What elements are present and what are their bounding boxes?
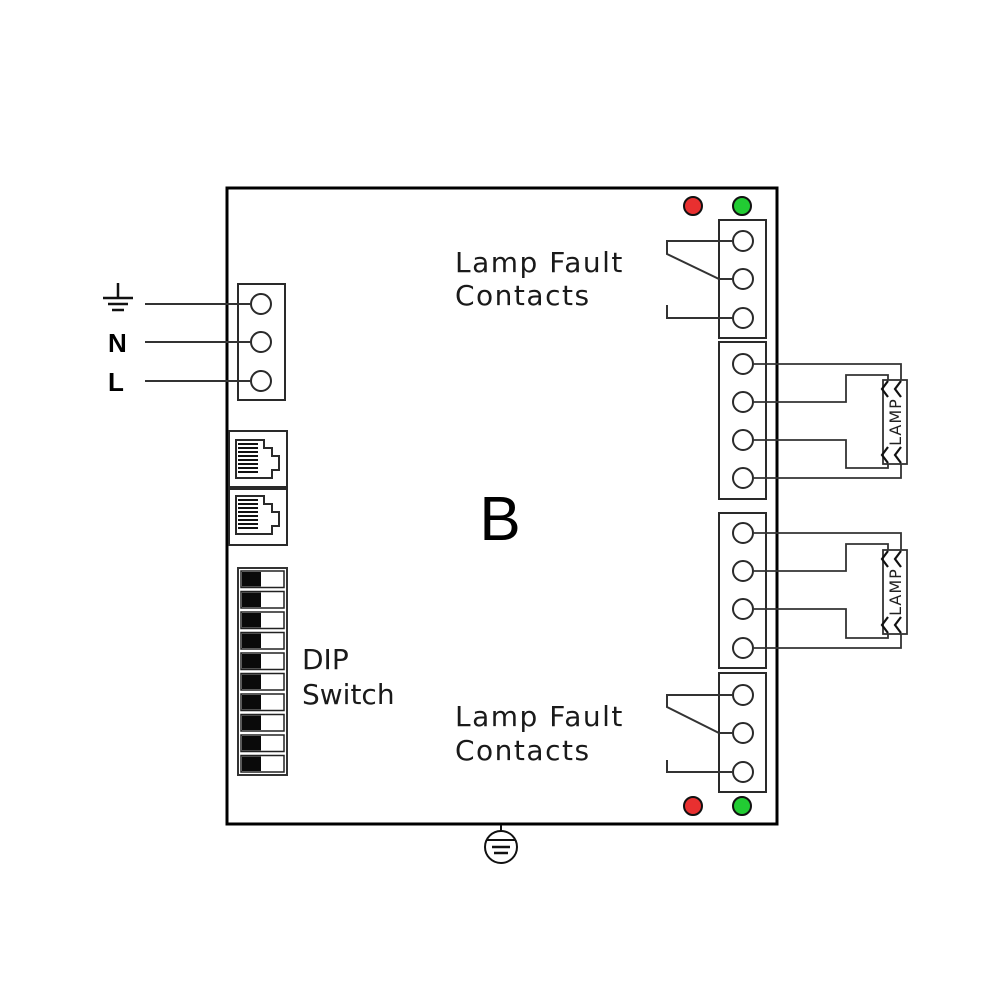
terminal-ground[interactable]: [250, 293, 272, 315]
dip-switch-knob: [242, 592, 261, 607]
rj45-icon: [235, 495, 280, 535]
led-fault-top: [683, 196, 703, 216]
terminal-neutral[interactable]: [250, 331, 272, 353]
lamp1-terminal-4[interactable]: [732, 467, 754, 489]
led-ok-top: [732, 196, 752, 216]
lamp2-wiring: [753, 532, 902, 649]
dip-switch-knob: [242, 695, 261, 710]
dip-switch-knob: [242, 736, 261, 751]
dip-switch-knob: [242, 654, 261, 669]
dip-switch-position-3[interactable]: [240, 611, 285, 630]
dip-switch-position-4[interactable]: [240, 631, 285, 650]
lamp2-label: LAMP: [886, 568, 905, 616]
fault-bottom-terminal-3[interactable]: [732, 761, 754, 783]
lamp2-terminal-4[interactable]: [732, 637, 754, 659]
lamp1-label: LAMP: [886, 398, 905, 446]
fault-top-terminal-2[interactable]: [732, 268, 754, 290]
lamp-2: LAMP: [880, 549, 908, 635]
relay-contact-bottom: [666, 694, 733, 773]
lamp-output-1-block: [718, 341, 767, 500]
dip-switch-position-5[interactable]: [240, 652, 285, 671]
dip-switch: [237, 567, 288, 776]
fault-bottom-label-line1: Lamp Fault: [455, 700, 624, 733]
lamp2-terminal-3[interactable]: [732, 598, 754, 620]
dip-switch-position-1[interactable]: [240, 570, 285, 589]
line-label: L: [108, 367, 124, 397]
dip-switch-position-8[interactable]: [240, 713, 285, 732]
neutral-label: N: [108, 328, 127, 358]
fault-top-label-line2: Contacts: [455, 279, 591, 312]
terminal-line[interactable]: [250, 370, 272, 392]
dip-switch-position-7[interactable]: [240, 693, 285, 712]
board-label: B: [479, 485, 520, 554]
lamp1-terminal-1[interactable]: [732, 353, 754, 375]
dip-switch-position-10[interactable]: [240, 754, 285, 773]
dip-switch-knob: [242, 674, 261, 689]
fault-bottom-label-line2: Contacts: [455, 734, 591, 767]
fault-top-terminal-3[interactable]: [732, 307, 754, 329]
led-ok-bottom: [732, 796, 752, 816]
lamp-1: LAMP: [880, 379, 908, 465]
dip-switch-knob: [242, 572, 261, 587]
dip-switch-position-9[interactable]: [240, 734, 285, 753]
dip-switch-position-2[interactable]: [240, 590, 285, 609]
lamp1-wiring: [753, 363, 902, 479]
rj45-icon: [235, 439, 280, 479]
rj45-port-2[interactable]: [228, 488, 288, 546]
dip-switch-knob: [242, 613, 261, 628]
dip-switch-position-6[interactable]: [240, 672, 285, 691]
fault-bottom-terminal-2[interactable]: [732, 722, 754, 744]
led-fault-bottom: [683, 796, 703, 816]
relay-contact-top: [666, 240, 733, 319]
lamp1-terminal-3[interactable]: [732, 429, 754, 451]
dip-switch-knob: [242, 715, 261, 730]
supply-wires: [145, 303, 251, 382]
fault-top-label-line1: Lamp Fault: [455, 246, 624, 279]
lamp2-terminal-1[interactable]: [732, 522, 754, 544]
fault-bottom-terminal-1[interactable]: [732, 684, 754, 706]
ground-icon: [103, 283, 133, 312]
dip-switch-knob: [242, 633, 261, 648]
lamp2-terminal-2[interactable]: [732, 560, 754, 582]
fault-top-terminal-1[interactable]: [732, 230, 754, 252]
board-outline: [225, 186, 779, 826]
rj45-port-1[interactable]: [228, 430, 288, 488]
dip-label-line2: Switch: [302, 678, 395, 711]
lamp1-terminal-2[interactable]: [732, 391, 754, 413]
dip-label-line1: DIP: [302, 643, 349, 676]
dip-switch-knob: [242, 756, 261, 771]
chassis-ground-icon: [484, 825, 518, 864]
